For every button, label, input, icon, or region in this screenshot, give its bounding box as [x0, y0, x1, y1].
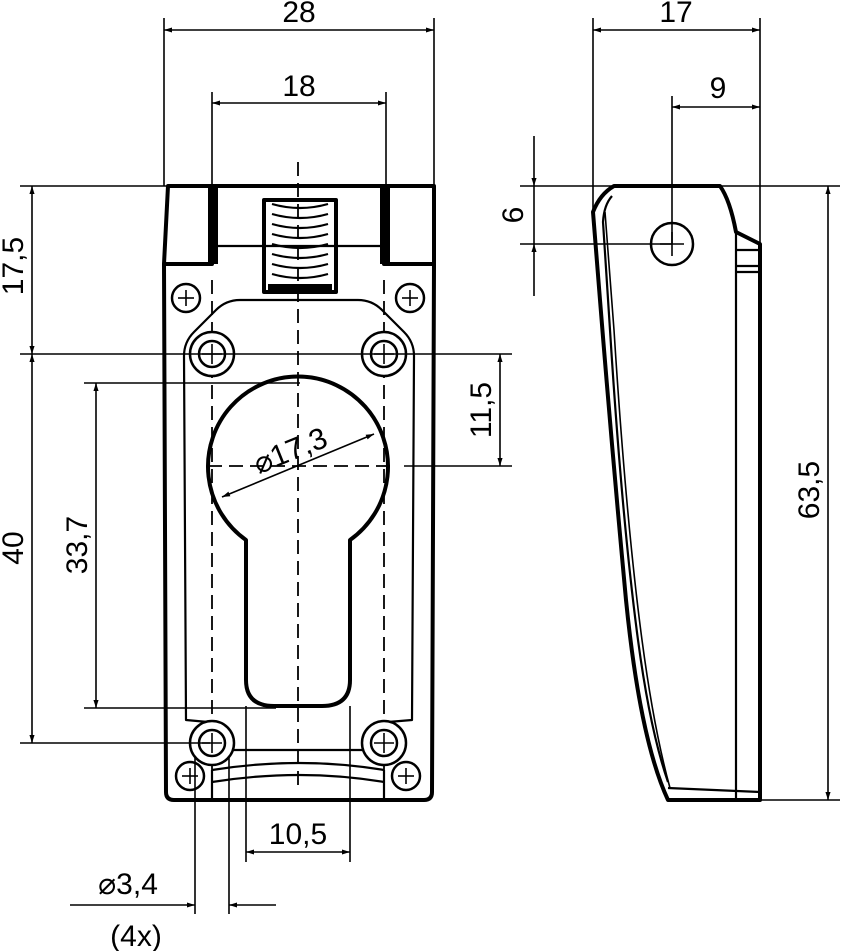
dim-side-pin-height: 6 [497, 207, 530, 224]
dim-front-width: 28 [282, 0, 315, 29]
dim-cylinder-diameter: ⌀17,3 [249, 422, 332, 481]
side-dimensions: 17 9 6 63,5 [497, 0, 840, 801]
spring-coil [262, 198, 338, 294]
dim-side-depth: 17 [659, 0, 692, 29]
small-hole-lower-left [174, 760, 206, 792]
front-view [162, 162, 436, 802]
side-view [591, 184, 762, 802]
front-dimensions: 28 18 17,5 40 33,7 11,5 ⌀17,3 10,5 [0, 0, 512, 951]
dim-cylinder-offset: 11,5 [465, 382, 498, 438]
front-latch-lip [210, 761, 386, 800]
small-hole-upper-left [170, 282, 202, 314]
left-hinge-pillar [208, 186, 218, 264]
dim-front-inner-width: 18 [282, 70, 315, 103]
front-outer-outline [162, 184, 436, 802]
dim-hole-count: (4x) [110, 920, 162, 951]
dim-slot-width: 10,5 [269, 818, 327, 851]
keyhole-cutout [206, 374, 390, 708]
dim-front-hole-spacing: 40 [0, 531, 30, 564]
mounting-hole-bottom-right [360, 719, 408, 767]
dim-side-total-height: 63,5 [793, 461, 826, 519]
dim-hole-diameter: ⌀3,4 [98, 868, 158, 901]
small-hole-lower-right [390, 760, 422, 792]
dim-cylinder-height: 33,7 [61, 516, 94, 574]
dim-front-top-height: 17,5 [0, 237, 30, 295]
dim-side-pin-offset: 9 [710, 72, 727, 105]
right-hinge-pillar [380, 186, 390, 264]
small-hole-upper-right [394, 282, 426, 314]
dim-line-cylinder-diameter [221, 433, 375, 498]
side-outer-outline [591, 184, 762, 802]
side-inner-curve [601, 195, 670, 783]
